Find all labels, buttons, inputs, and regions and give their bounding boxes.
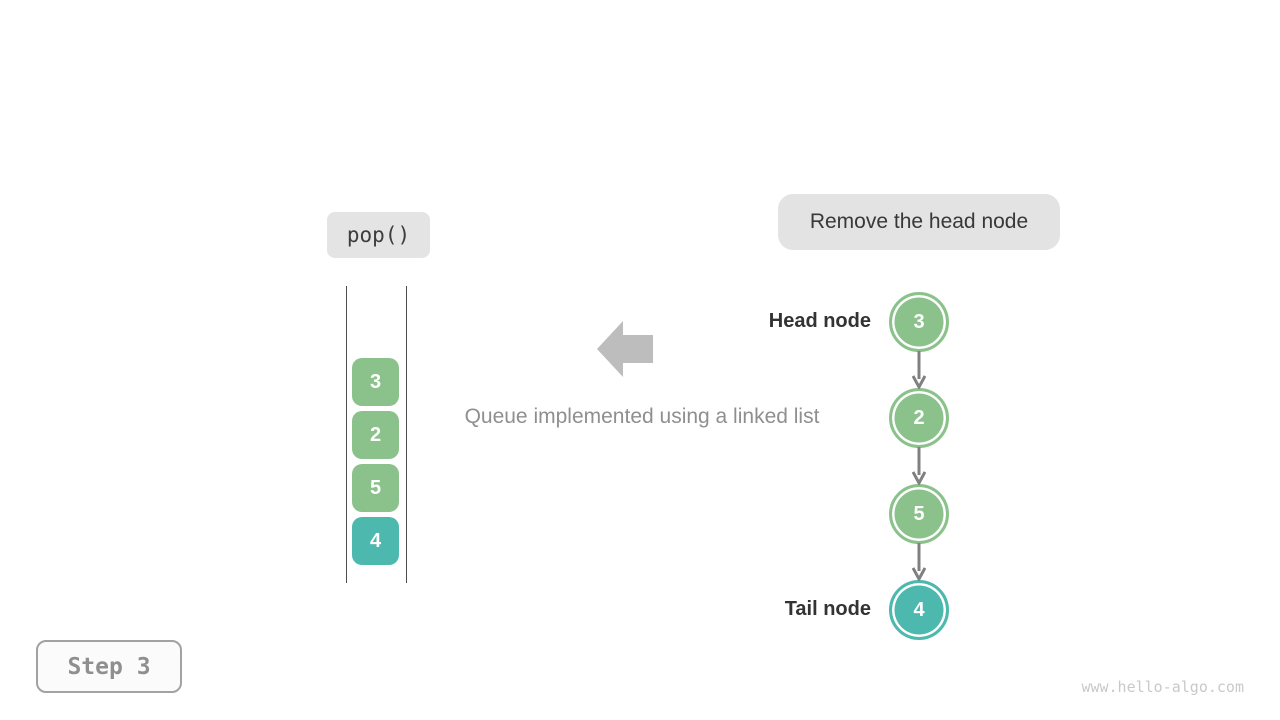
list-node-head: 3 xyxy=(889,292,949,352)
pop-operation-label: pop() xyxy=(327,212,430,258)
left-block-arrow-icon xyxy=(597,321,653,377)
queue-item: 5 xyxy=(352,464,399,512)
left-block-arrow-shape xyxy=(597,321,653,377)
down-arrow-head xyxy=(912,567,926,581)
list-node: 2 xyxy=(889,388,949,448)
down-arrow-head xyxy=(912,375,926,389)
figure-caption: Queue implemented using a linked list xyxy=(464,405,820,428)
down-arrow-icon xyxy=(912,447,926,485)
list-node: 5 xyxy=(889,484,949,544)
watermark: www.hello-algo.com xyxy=(1081,678,1244,696)
queue-item: 4 xyxy=(352,517,399,565)
tail-node-label: Tail node xyxy=(784,598,871,620)
list-node-tail: 4 xyxy=(889,580,949,640)
annotation-bubble: Remove the head node xyxy=(778,194,1060,250)
queue-item: 3 xyxy=(352,358,399,406)
down-arrow-head xyxy=(912,471,926,485)
down-arrow-icon xyxy=(912,543,926,581)
step-indicator: Step 3 xyxy=(36,640,182,693)
down-arrow-icon xyxy=(912,351,926,389)
head-node-label: Head node xyxy=(768,310,871,332)
queue-container xyxy=(346,286,407,583)
queue-item: 2 xyxy=(352,411,399,459)
